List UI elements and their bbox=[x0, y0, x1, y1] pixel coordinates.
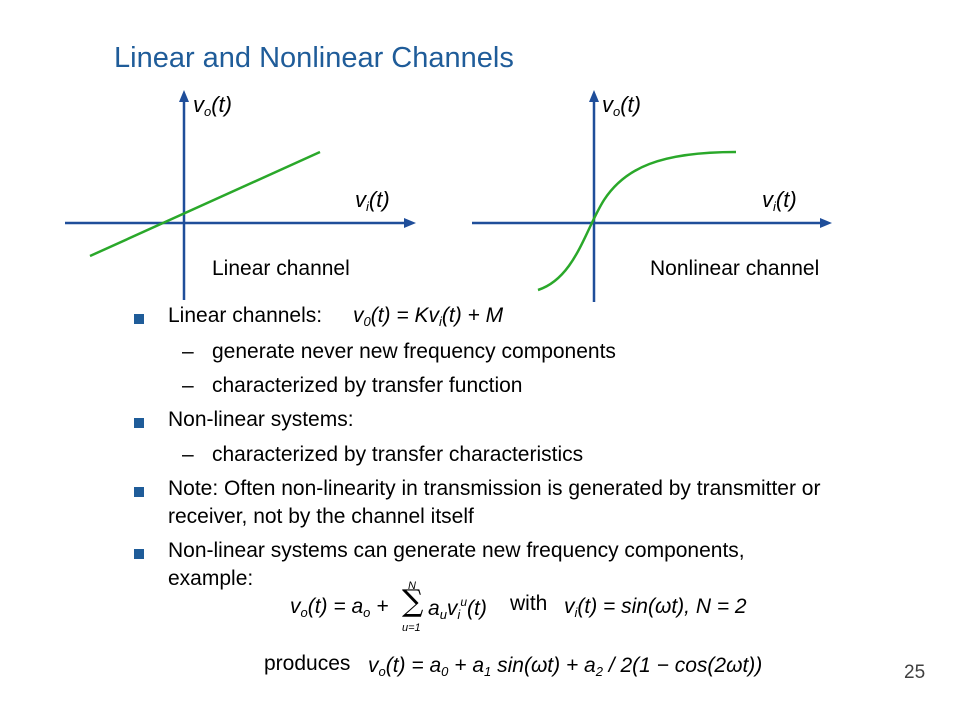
sum-symbol: ∑ bbox=[402, 584, 424, 619]
bullet-linear-text: Linear channels: bbox=[168, 304, 323, 327]
slide-title: Linear and Nonlinear Channels bbox=[114, 42, 514, 74]
channel-diagrams bbox=[65, 90, 832, 302]
page-number: 25 bbox=[904, 662, 926, 683]
left-y-label: vo(t) bbox=[193, 92, 232, 119]
right-y-label: vo(t) bbox=[602, 92, 641, 119]
sub-linear-1: generate never new frequency components bbox=[212, 340, 616, 363]
sum-top: N bbox=[408, 580, 416, 592]
bullet-generate-line2: example: bbox=[168, 567, 254, 590]
right-caption: Nonlinear channel bbox=[650, 257, 820, 280]
left-caption: Linear channel bbox=[212, 257, 350, 280]
linear-curve bbox=[89, 150, 321, 258]
nonlinear-curve bbox=[537, 150, 737, 292]
bullet-marker-4 bbox=[134, 549, 144, 559]
left-x-arrow bbox=[404, 218, 416, 228]
dash-3: – bbox=[182, 443, 194, 466]
eq2-produces: produces bbox=[264, 652, 351, 675]
sub-linear-2: characterized by transfer function bbox=[212, 374, 523, 397]
sub-nonlinear-1: characterized by transfer characteristic… bbox=[212, 443, 584, 466]
eq2-expression: vo(t) = a0 + a1 sin(ωt) + a2 / 2(1 − cos… bbox=[368, 654, 763, 679]
bullet-marker-3 bbox=[134, 487, 144, 497]
right-x-arrow bbox=[820, 218, 832, 228]
bullet-marker-1 bbox=[134, 314, 144, 324]
bullet-linear: Linear channels: bbox=[168, 304, 322, 328]
right-x-label: vi(t) bbox=[762, 187, 797, 214]
bullet-generate-line1: Non-linear systems can generate new freq… bbox=[168, 539, 745, 562]
right-y-arrow bbox=[589, 90, 599, 102]
bullet-note-line1: Note: Often non-linearity in transmissio… bbox=[168, 477, 821, 500]
left-y-arrow bbox=[179, 90, 189, 102]
dash-1: – bbox=[182, 340, 194, 363]
bullet-nonlinear: Non-linear systems: bbox=[168, 408, 354, 431]
eq1-right: vi(t) = sin(ωt), N = 2 bbox=[564, 595, 747, 620]
bullet-note-line2: receiver, not by the channel itself bbox=[168, 505, 474, 528]
left-x-label: vi(t) bbox=[355, 187, 390, 214]
bullet-marker-2 bbox=[134, 418, 144, 428]
sum-bottom: u=1 bbox=[402, 622, 421, 634]
linear-equation: v0(t) = Kvi(t) + M bbox=[353, 304, 504, 329]
eq1-term: auviu(t) bbox=[428, 595, 487, 622]
dash-2: – bbox=[182, 374, 194, 397]
eq1-left: vo(t) = ao + bbox=[290, 595, 389, 620]
eq1-with: with bbox=[510, 592, 548, 615]
